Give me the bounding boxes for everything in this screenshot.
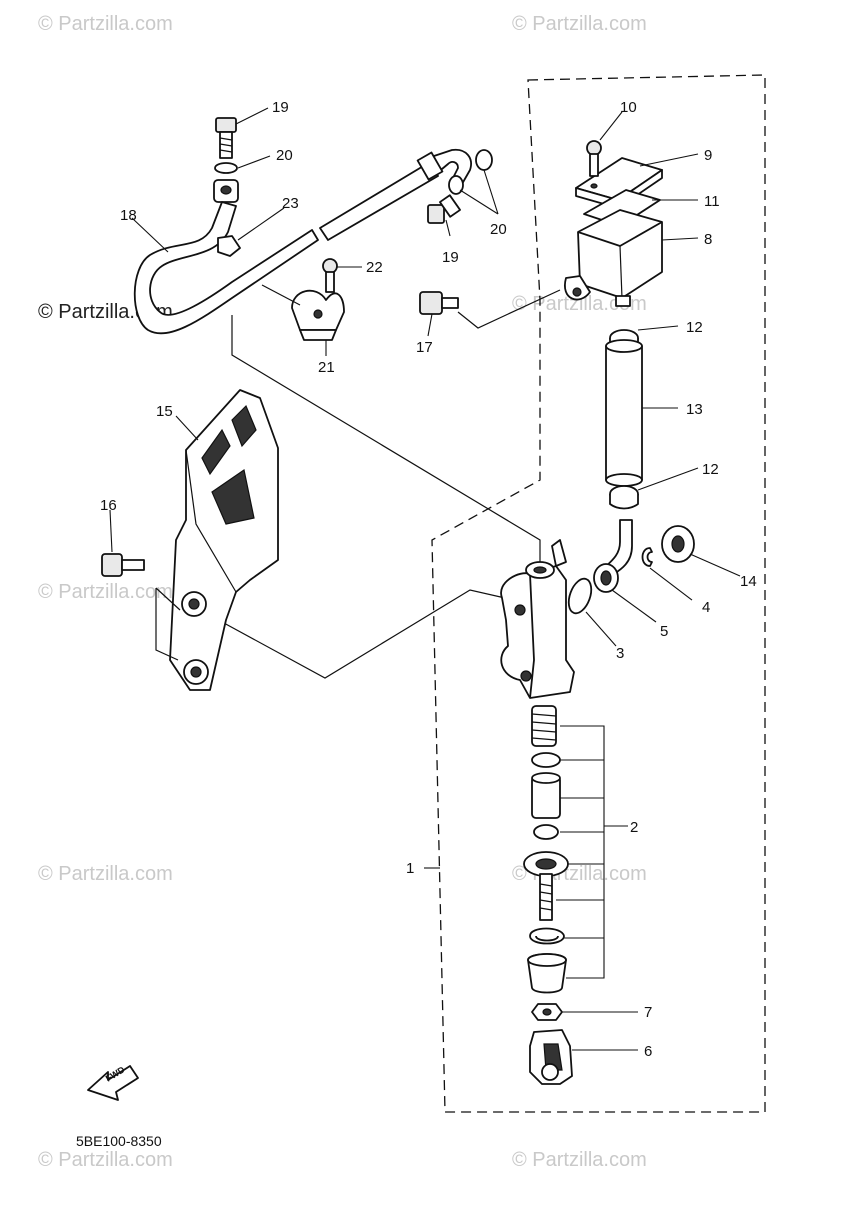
callout-16: 16 — [100, 497, 117, 514]
grommet — [661, 525, 695, 563]
leader-9 — [639, 153, 699, 167]
banjo-bolt-right — [427, 194, 461, 224]
callout-8: 8 — [704, 231, 712, 248]
leader-19a — [235, 107, 269, 125]
copper-washer — [214, 162, 238, 174]
watermark: © Partzilla.com — [512, 1149, 647, 1171]
cup-seal — [533, 824, 559, 840]
piston-spring — [531, 705, 557, 747]
bracket-screw — [322, 258, 338, 293]
callout-12: 12 — [686, 319, 703, 336]
leader-3 — [585, 611, 617, 647]
leader-5 — [611, 589, 657, 623]
leader-16 — [109, 509, 113, 553]
watermark: © Partzilla.com — [38, 581, 173, 603]
leader-10 — [599, 111, 623, 141]
callout-3: 3 — [616, 645, 624, 662]
brake-hose-loop — [133, 201, 319, 335]
callout-20: 20 — [276, 147, 293, 164]
leader-23 — [237, 207, 285, 241]
reference-line — [457, 289, 561, 329]
washer-plate — [523, 851, 569, 877]
leader-19b — [445, 219, 451, 237]
callout-14: 14 — [740, 573, 757, 590]
callout-15: 15 — [156, 403, 173, 420]
push-rod — [539, 873, 553, 921]
forward-arrow-icon: FWD — [87, 1064, 139, 1101]
leader-2 — [556, 725, 628, 979]
leader-8 — [661, 237, 699, 241]
diagram-code: 5BE100-8350 — [76, 1133, 162, 1149]
union-fitting — [213, 179, 239, 203]
guard-bolt — [101, 553, 145, 577]
watermark: © Partzilla.com — [38, 863, 173, 885]
hose-clamp — [217, 235, 241, 257]
banjo-bolt-top — [215, 117, 237, 159]
lock-nut — [531, 1003, 563, 1021]
hose-guide-bracket — [291, 289, 345, 341]
leader-14 — [689, 553, 741, 577]
reference-line — [199, 589, 506, 679]
assembly-boundary — [431, 74, 766, 1113]
callout-19b: 19 — [442, 249, 459, 266]
callout-5: 5 — [660, 623, 668, 640]
copper-washer — [448, 175, 464, 195]
mounting-bolt — [419, 291, 459, 315]
callout-1: 1 — [406, 860, 414, 877]
callout-23: 23 — [282, 195, 299, 212]
leader-18 — [131, 217, 169, 253]
leader-17 — [427, 313, 433, 337]
leader-4 — [649, 567, 693, 601]
dust-boot — [527, 953, 567, 994]
callout-20b: 20 — [490, 221, 507, 238]
leader-12a — [637, 325, 679, 331]
reference-line — [261, 284, 301, 306]
reference-line — [155, 587, 181, 661]
master-cylinder-guard — [169, 389, 279, 691]
leader-20a — [237, 155, 271, 169]
piston-circlip — [529, 927, 565, 945]
callout-6: 6 — [644, 1043, 652, 1060]
watermark: © Partzilla.com — [512, 293, 647, 315]
circlip — [641, 547, 653, 567]
callout-22: 22 — [366, 259, 383, 276]
piston — [531, 772, 561, 819]
callout-10: 10 — [620, 99, 637, 116]
reservoir-hose — [319, 161, 439, 241]
callout-13: 13 — [686, 401, 703, 418]
reservoir-hose-straight — [605, 339, 643, 487]
reference-line — [231, 315, 541, 570]
cap-screw — [586, 140, 602, 177]
leader-15 — [175, 415, 199, 441]
hose-clip-bottom — [609, 485, 639, 510]
reservoir-cap — [575, 157, 663, 209]
master-cylinder-body — [500, 539, 575, 699]
master-cylinder-reservoir — [564, 209, 663, 307]
callout-11: 11 — [704, 193, 720, 210]
leader-12b — [637, 467, 699, 491]
watermark: © Partzilla.com — [38, 1149, 173, 1171]
callout-19: 19 — [272, 99, 289, 116]
o-ring — [567, 577, 593, 615]
copper-washer — [475, 149, 493, 171]
callout-7: 7 — [644, 1004, 652, 1021]
callout-4: 4 — [702, 599, 710, 616]
spring-seat — [531, 752, 561, 768]
callout-18: 18 — [120, 207, 137, 224]
callout-12b: 12 — [702, 461, 719, 478]
leader-20b — [459, 169, 499, 215]
callout-9: 9 — [704, 147, 712, 164]
clevis — [529, 1029, 573, 1085]
watermark: © Partzilla.com — [512, 13, 647, 35]
callout-17: 17 — [416, 339, 433, 356]
callout-21: 21 — [318, 359, 335, 376]
watermark: © Partzilla.com — [38, 13, 173, 35]
hose-joint-seal — [593, 563, 619, 593]
callout-2: 2 — [630, 819, 638, 836]
